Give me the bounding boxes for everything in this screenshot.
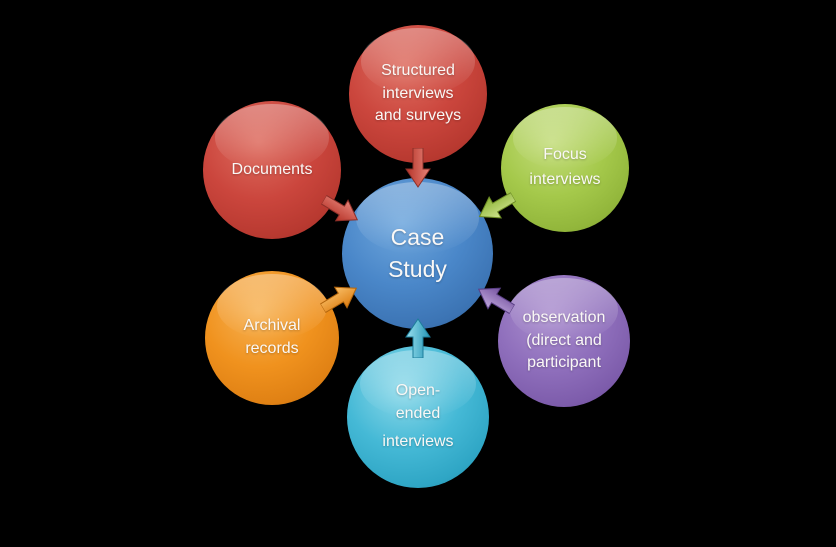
node-documents: Documents <box>203 101 341 239</box>
node-label-line: Case <box>390 223 445 250</box>
node-label-line: ended <box>395 404 441 422</box>
node-label-line: (direct and <box>526 331 602 349</box>
block-arrow-icon <box>477 287 516 315</box>
arrow-focus-interviews-to-case-study <box>472 186 520 229</box>
node-label-line: records <box>245 340 299 357</box>
node-focus-interviews: Focus interviews <box>501 104 629 232</box>
node-label-line: Archival <box>243 317 301 335</box>
block-arrow-icon <box>405 318 431 358</box>
node-label-line: Structured <box>381 61 455 79</box>
node-label-line: Focus <box>543 146 587 164</box>
arrow-structured-to-case-study <box>405 148 431 188</box>
arrow-archival-records-to-case-study <box>316 277 364 320</box>
block-arrow-icon <box>319 286 358 314</box>
node-case-study: Case Study <box>342 178 493 329</box>
node-label-line: observation <box>522 308 606 326</box>
arrow-observation-to-case-study <box>471 278 519 321</box>
node-observation-direct-and-participant: observation (direct and participant <box>498 275 630 407</box>
block-arrow-icon <box>320 194 359 222</box>
node-structured-interviews-and-surveys: Structured interviews and surveys <box>349 25 487 163</box>
node-label-line: interviews <box>382 84 454 102</box>
arrow-open-ended-to-case-study <box>405 318 431 358</box>
node-label-line: interviews <box>382 433 454 451</box>
node-open-ended-interviews: Open- ended interviews <box>347 346 489 488</box>
node-label-line: and surveys <box>374 107 462 125</box>
node-archival-records: Archival records <box>205 271 339 405</box>
block-arrow-icon <box>405 148 431 188</box>
arrow-documents-to-case-study <box>317 189 365 232</box>
node-label-line: Documents <box>231 160 313 178</box>
block-arrow-icon <box>478 191 517 219</box>
node-label-line: Study <box>388 255 447 282</box>
node-label-line: participant <box>527 354 601 372</box>
node-label-line: Open- <box>395 381 441 399</box>
node-label-line: interviews <box>529 171 601 188</box>
